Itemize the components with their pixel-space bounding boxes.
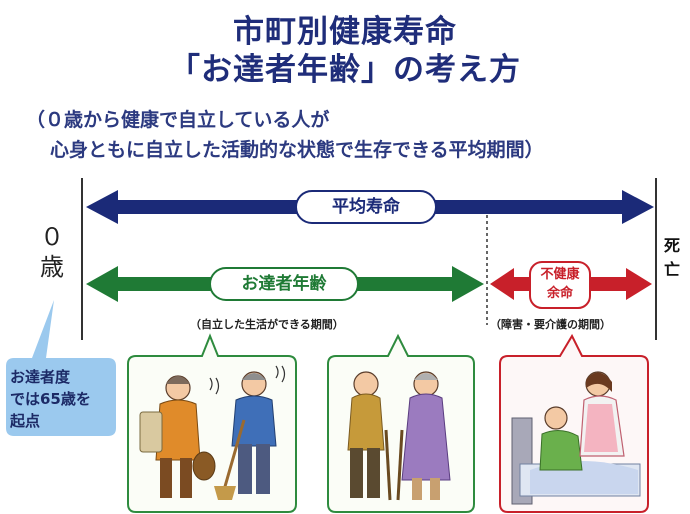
healthy-years-label-box — [209, 267, 359, 301]
life-expectancy-label: 平均寿命 — [332, 197, 400, 217]
page-title-line1: 市町別健康寿命 — [233, 14, 457, 50]
page-title-line2: 「お達者年齢」の考え方 — [169, 52, 521, 88]
healthy-years-label: お達者年齢 — [241, 274, 327, 294]
life-expectancy-label-box — [295, 190, 437, 224]
death-label-top: 死 — [663, 236, 680, 255]
callout-bubble — [6, 300, 116, 436]
unhealthy-years-label: 不健康 余命 — [530, 265, 590, 303]
callout-line2: では65歳を — [10, 390, 91, 408]
callout-text: お達者度 では65歳を 起点 — [4, 366, 116, 432]
unhealthy-years-label-line1: 不健康 — [540, 267, 580, 282]
subtitle-line1: （０歳から健康で自立している人が — [26, 109, 330, 131]
panel-healthy-couple — [127, 333, 297, 513]
panel-nursing-care — [499, 333, 649, 513]
death-label-bottom: 亡 — [663, 260, 680, 279]
healthy-period-description: （自立した生活ができる期間） — [190, 318, 344, 331]
birth-label-bottom: 歳 — [40, 253, 64, 281]
birth-label: ０ 歳 — [38, 222, 66, 282]
death-label: 死 亡 — [660, 234, 684, 282]
callout-line3: 起点 — [10, 412, 41, 430]
unhealthy-period-description: （障害・要介護の期間） — [490, 318, 611, 331]
subtitle-line2: 心身ともに自立した活動的な状態で生存できる平均期間） — [50, 139, 544, 161]
unhealthy-years-label-box — [529, 261, 591, 309]
unhealthy-years-label-line2: 余命 — [546, 286, 573, 301]
callout-line1: お達者度 — [10, 368, 71, 386]
birth-label-top: ０ — [40, 223, 64, 251]
panel-elderly-couple — [327, 333, 475, 513]
